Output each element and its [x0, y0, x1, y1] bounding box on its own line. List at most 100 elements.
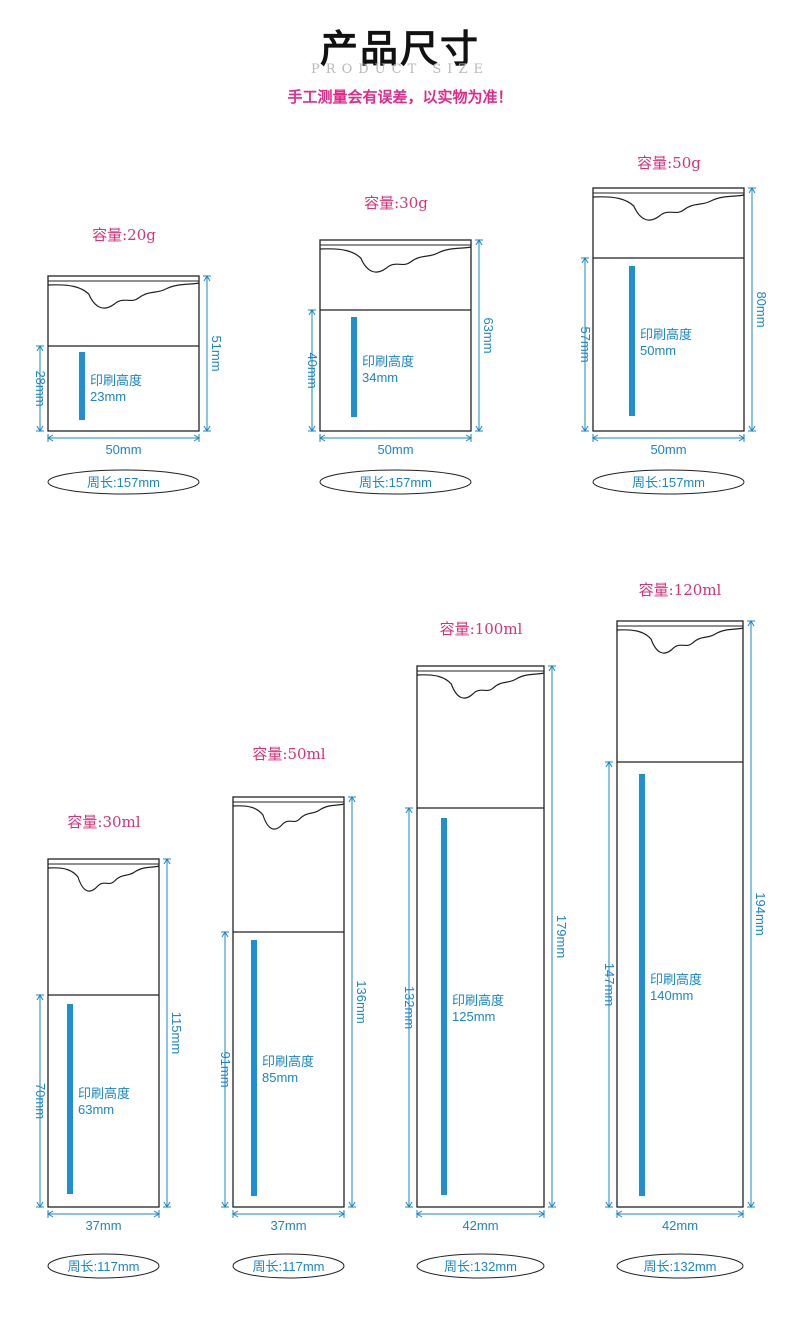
print-area-bar [351, 317, 357, 417]
lower-height-label: 147mm [602, 963, 617, 1006]
circumference-label: 周长:132mm [644, 1259, 717, 1274]
cap-wave-line [592, 194, 745, 221]
print-area-bar [629, 266, 635, 416]
width-label: 42mm [662, 1218, 698, 1233]
capacity-label: 容量:50g [637, 154, 701, 172]
total-height-label: 179mm [554, 915, 569, 958]
width-label: 50mm [105, 442, 141, 457]
total-height-dimension [348, 796, 356, 1208]
cap-wave-line [416, 672, 545, 699]
capacity-label: 容量:30g [364, 194, 428, 212]
width-label: 37mm [270, 1218, 306, 1233]
lower-height-dimension [405, 807, 413, 1208]
capacity-label: 容量:100ml [440, 620, 523, 638]
total-height-dimension [748, 187, 756, 432]
width-dimension [47, 1210, 160, 1218]
bottle-outline [416, 665, 545, 1208]
width-label: 50mm [377, 442, 413, 457]
print-area-bar [251, 940, 257, 1196]
lower-height-label: 28mm [33, 370, 48, 406]
circumference-label: 周长:157mm [87, 475, 160, 490]
print-area-bar [67, 1004, 73, 1194]
width-dimension [319, 434, 472, 442]
lower-height-dimension [581, 257, 589, 432]
lower-height-dimension [36, 994, 44, 1208]
total-height-label: 51mm [209, 335, 224, 371]
print-height-label: 印刷高度 [650, 972, 702, 987]
circumference-label: 周长:117mm [253, 1259, 325, 1274]
bottle-outline [47, 275, 200, 432]
print-height-value: 63mm [78, 1102, 114, 1117]
lower-height-dimension [308, 309, 316, 432]
capacity-label: 容量:120ml [639, 581, 722, 599]
print-height-value: 140mm [650, 988, 693, 1003]
capacity-label: 容量:50ml [252, 745, 325, 763]
circumference-ellipse [47, 469, 200, 495]
print-height-label: 印刷高度 [640, 327, 692, 342]
width-label: 37mm [85, 1218, 121, 1233]
width-dimension [47, 434, 200, 442]
lower-height-dimension [36, 345, 44, 432]
lower-height-label: 132mm [402, 986, 417, 1029]
print-height-value: 34mm [362, 370, 398, 385]
total-height-dimension [203, 275, 211, 432]
circumference-label: 周长:157mm [632, 475, 705, 490]
page-title: 产品尺寸 [319, 27, 480, 71]
bottle-outline [616, 620, 744, 1208]
page-subtitle: PRODUCT SIZE [311, 62, 489, 77]
lower-height-dimension [221, 931, 229, 1208]
print-height-value: 125mm [452, 1009, 495, 1024]
lower-height-label: 70mm [33, 1083, 48, 1119]
total-height-label: 194mm [753, 892, 768, 935]
circumference-ellipse [319, 469, 472, 495]
print-area-bar [441, 818, 447, 1195]
print-height-label: 印刷高度 [262, 1054, 314, 1069]
circumference-ellipse [592, 469, 745, 495]
measurement-note: 手工测量会有误差，以实物为准！ [287, 88, 513, 106]
circumference-label: 周长:117mm [68, 1259, 140, 1274]
total-height-label: 80mm [754, 291, 769, 327]
lower-height-label: 40mm [305, 352, 320, 388]
width-dimension [232, 1210, 345, 1218]
total-height-dimension [548, 665, 556, 1208]
total-height-label: 115mm [169, 1012, 184, 1054]
print-area-bar [639, 774, 645, 1196]
print-height-value: 23mm [90, 389, 126, 404]
circumference-label: 周长:157mm [359, 475, 432, 490]
lower-height-dimension [605, 761, 613, 1208]
lower-height-label: 57mm [578, 326, 593, 362]
total-height-dimension [475, 239, 483, 432]
lower-height-label: 91mm [218, 1051, 233, 1087]
capacity-label: 容量:30ml [67, 813, 140, 831]
cap-wave-line [319, 246, 472, 273]
print-height-label: 印刷高度 [78, 1086, 130, 1101]
circumference-ellipse [616, 1253, 744, 1279]
total-height-label: 136mm [354, 980, 369, 1023]
print-height-value: 50mm [640, 343, 676, 358]
print-height-value: 85mm [262, 1070, 298, 1085]
cap-wave-line [232, 803, 345, 830]
print-height-label: 印刷高度 [90, 373, 142, 388]
cap-wave-line [47, 282, 200, 309]
width-label: 50mm [650, 442, 686, 457]
print-height-label: 印刷高度 [362, 354, 414, 369]
width-dimension [416, 1210, 545, 1218]
circumference-ellipse [232, 1253, 345, 1279]
circumference-ellipse [47, 1253, 160, 1279]
cap-wave-line [47, 865, 160, 892]
circumference-ellipse [416, 1253, 545, 1279]
print-area-bar [79, 352, 85, 420]
capacity-label: 容量:20g [92, 226, 156, 244]
cap-wave-line [616, 627, 744, 654]
width-dimension [592, 434, 745, 442]
bottle-outline [319, 239, 472, 432]
total-height-dimension [163, 858, 171, 1208]
bottle-outline [592, 187, 745, 432]
circumference-label: 周长:132mm [444, 1259, 517, 1274]
bottle-outline [232, 796, 345, 1208]
print-height-label: 印刷高度 [452, 993, 504, 1008]
width-dimension [616, 1210, 744, 1218]
width-label: 42mm [462, 1218, 498, 1233]
bottle-outline [47, 858, 160, 1208]
